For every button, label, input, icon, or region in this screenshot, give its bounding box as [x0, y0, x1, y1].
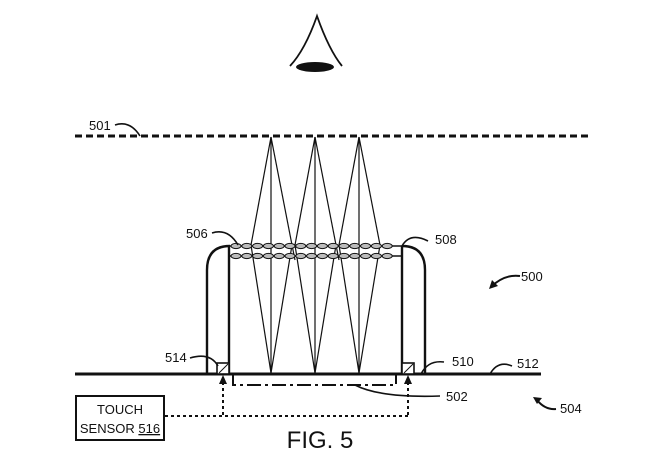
lenslet	[273, 252, 285, 260]
label-504: 504	[560, 401, 582, 416]
lenslet	[262, 242, 274, 250]
lenslet	[262, 252, 274, 260]
touch-sensor-numeral: 516	[138, 421, 160, 436]
figure-title: FIG. 5	[287, 427, 354, 454]
lenslet	[241, 242, 253, 250]
label-501: 501	[89, 118, 111, 133]
touch-sensor-line1: TOUCH	[97, 402, 143, 417]
lenslet	[241, 252, 253, 260]
label-510: 510	[452, 354, 474, 369]
lenslet	[327, 252, 339, 260]
lenslet	[381, 252, 393, 260]
label-514: 514	[165, 350, 187, 365]
eye-icon	[289, 13, 343, 72]
arrow-up-left	[219, 375, 227, 384]
lenslet	[338, 252, 350, 260]
lenslet	[230, 242, 242, 250]
label-512: 512	[517, 356, 539, 371]
leader-508	[401, 236, 429, 247]
label-506: 506	[186, 226, 208, 241]
lenslet	[370, 252, 382, 260]
arrow-up-right	[404, 375, 412, 384]
lenslet	[349, 242, 361, 250]
lenslet	[252, 252, 264, 260]
lenslet	[306, 242, 318, 250]
leader-502	[354, 384, 441, 398]
arrow-504	[533, 397, 557, 411]
leader-512	[489, 363, 513, 375]
lenslet	[381, 242, 393, 250]
lens-array-top	[229, 242, 402, 250]
label-508: 508	[435, 232, 457, 247]
label-502: 502	[446, 389, 468, 404]
lenslet	[316, 242, 328, 250]
signal-lines	[165, 382, 409, 417]
touch-sensor-box: TOUCH SENSOR 516	[75, 395, 165, 441]
lenslet	[360, 252, 372, 260]
lenslet	[252, 242, 264, 250]
housing	[205, 244, 427, 373]
lenslet	[349, 252, 361, 260]
lenslet	[327, 242, 339, 250]
arrow-500	[489, 274, 521, 289]
leader-501	[114, 123, 141, 137]
lenslet	[284, 252, 296, 260]
pressure-sensor-right	[401, 362, 415, 375]
leader-506	[211, 231, 239, 246]
lenslet	[273, 242, 285, 250]
lenslet	[284, 242, 296, 250]
lens-array-bottom	[229, 252, 402, 260]
lenslet	[295, 252, 307, 260]
lenslet	[338, 242, 350, 250]
leader-514	[189, 355, 219, 367]
sensor-region-outline	[232, 374, 397, 386]
lenslet	[295, 242, 307, 250]
lenslet	[230, 252, 242, 260]
pressure-sensor-left	[216, 362, 230, 375]
label-500: 500	[521, 269, 543, 284]
touch-sensor-prefix: SENSOR	[80, 421, 139, 436]
lenslet	[370, 242, 382, 250]
touch-sensor-line2: SENSOR 516	[80, 421, 160, 436]
lenslet	[360, 242, 372, 250]
leader-510	[420, 360, 445, 375]
lenslet	[316, 252, 328, 260]
lenslet	[306, 252, 318, 260]
